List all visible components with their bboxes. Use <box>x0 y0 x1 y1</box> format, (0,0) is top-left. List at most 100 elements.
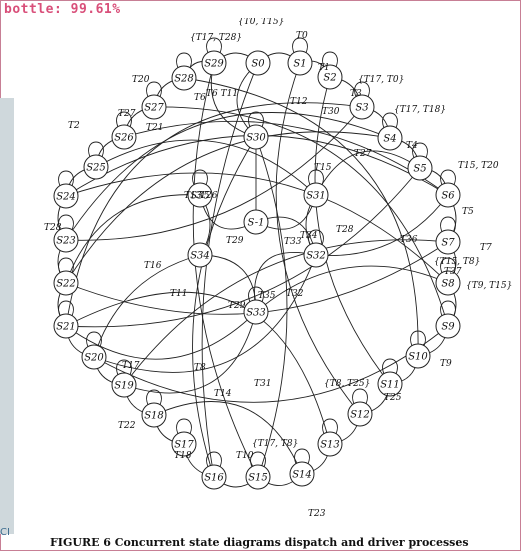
transition-label: T23 <box>308 509 326 519</box>
state-circle-S11 <box>377 371 403 397</box>
state-circle-S20 <box>81 344 107 370</box>
self-loop-S8 <box>440 257 456 274</box>
state-node-S17: S17 <box>171 431 197 457</box>
transition-label: T9 <box>440 359 452 369</box>
state-node-S7: S7 <box>435 229 461 255</box>
self-loop-S35 <box>192 169 208 186</box>
edge-S27-S9 <box>153 106 449 327</box>
transition-label: T6 T11 <box>206 89 238 99</box>
state-node-S24: S24 <box>53 183 79 209</box>
state-node-S18: S18 <box>141 402 167 428</box>
state-circle-S28 <box>171 65 197 91</box>
edge-S34-S20 <box>93 254 201 358</box>
self-loop-S3 <box>354 81 370 98</box>
transition-label: T28 <box>336 225 354 235</box>
edge-S32-S6 <box>315 194 449 257</box>
state-circle-S21 <box>53 313 79 339</box>
edge-S21-S33 <box>65 311 257 360</box>
self-loop-S29 <box>206 37 222 54</box>
state-node-S4: S4 <box>377 125 403 151</box>
state-circle-S22 <box>53 270 79 296</box>
state-label-S22: S22 <box>56 279 76 290</box>
self-loop-S5 <box>412 142 428 159</box>
detection-label: bottle: 99.61% <box>4 2 121 17</box>
transition-label: T6 <box>194 93 206 103</box>
transition-label: T26 <box>200 191 218 201</box>
state-label-S32: S32 <box>306 251 326 262</box>
state-label-S11: S11 <box>380 380 400 391</box>
state-label-S18: S18 <box>144 411 164 422</box>
self-loop-S12 <box>352 388 368 405</box>
transition-label: {T8, T25} <box>324 379 370 389</box>
state-label-S14: S14 <box>292 470 312 481</box>
transition-label: T10 <box>236 451 254 461</box>
transition-label: {T0, T15} <box>238 18 284 27</box>
sidebar-fragment: CI <box>0 527 10 538</box>
self-loop-S6 <box>440 169 456 186</box>
sidebar-strip <box>0 98 14 534</box>
edge-S31-S5 <box>315 150 421 196</box>
self-loop-S30 <box>248 111 264 128</box>
state-node-S5: S5 <box>407 155 433 181</box>
transition-label: T0 <box>296 31 308 41</box>
state-node-S19: S19 <box>111 372 137 398</box>
state-node-S34: S34 <box>187 242 213 268</box>
state-circle-S24 <box>53 183 79 209</box>
state-circle-S15 <box>245 464 271 490</box>
self-loop-S31 <box>308 169 324 186</box>
edge-S28-S10 <box>183 77 419 357</box>
transition-label: T2 <box>68 121 80 131</box>
transition-label: T12 <box>290 97 308 107</box>
transition-label: {T17, T8} <box>252 439 298 449</box>
transition-label: T8 <box>194 363 206 373</box>
state-node-S33: S33 <box>243 299 269 325</box>
transition-label: T36 <box>400 235 418 245</box>
state-circle-S18 <box>141 402 167 428</box>
state-node-S28: S28 <box>171 65 197 91</box>
state-circle-S17 <box>171 431 197 457</box>
transition-label: T22 <box>118 421 136 431</box>
transition-label: T35 <box>258 291 276 301</box>
state-circle-S33 <box>243 299 269 325</box>
edge-S15-S30 <box>255 136 288 478</box>
self-loop-S1 <box>292 37 308 54</box>
self-loop-S21 <box>58 300 74 317</box>
edge-S13-S21 <box>65 291 331 445</box>
figure-caption: FIGURE 6 Concurrent state diagrams dispa… <box>50 536 469 549</box>
state-node-S21: S21 <box>53 313 79 339</box>
state-node-S27: S27 <box>141 94 167 120</box>
state-node-S22: S22 <box>53 270 79 296</box>
state-label-S27: S27 <box>144 103 164 114</box>
self-loop-S32 <box>308 229 324 246</box>
state-circle-S6 <box>435 182 461 208</box>
state-circle-S2 <box>317 64 343 90</box>
state-node-S16: S16 <box>201 464 227 490</box>
self-loop-S2 <box>322 51 338 68</box>
transition-label: T31 <box>254 379 271 389</box>
edge-S0-S16 <box>201 62 259 478</box>
edge-S20-S32 <box>93 254 317 373</box>
transition-label: {T17, T18} <box>394 105 446 115</box>
transition-label: T30 <box>322 107 340 117</box>
self-loop-S16 <box>206 451 222 468</box>
transition-label: T4 <box>406 141 418 151</box>
state-circle-S30 <box>243 124 269 150</box>
state-label-S21: S21 <box>56 322 76 333</box>
self-loop-S27 <box>146 81 162 98</box>
self-loop-S17 <box>176 418 192 435</box>
state-label-S25: S25 <box>86 163 106 174</box>
state-node-S25: S25 <box>83 154 109 180</box>
transition-label: T15, T20 <box>458 161 499 171</box>
transition-label: T29 <box>226 236 244 246</box>
state-label-S35: S35 <box>190 191 210 202</box>
state-circle-S14 <box>289 461 315 487</box>
edge-S4-S22 <box>65 131 391 284</box>
edge-S16-S30 <box>192 136 257 478</box>
state-circle-S35 <box>187 182 213 208</box>
state-node-S11: S11 <box>377 371 403 397</box>
transition-label: T3 <box>350 89 362 99</box>
state-circle-S31 <box>303 182 329 208</box>
edge-S14-S18 <box>153 401 303 475</box>
